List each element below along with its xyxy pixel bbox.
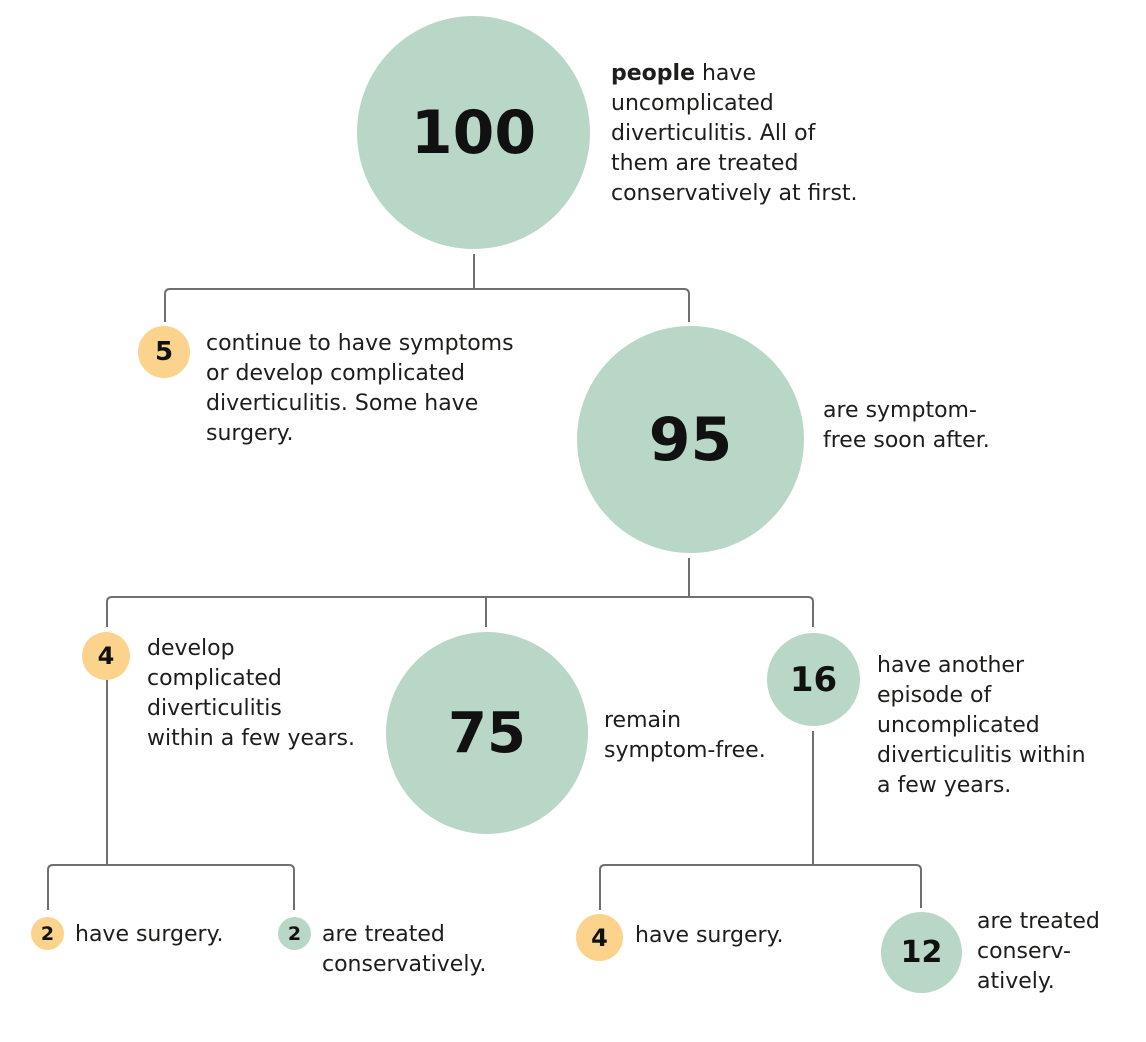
node-2a-label: have surgery. xyxy=(75,922,224,947)
connector-100 xyxy=(164,254,690,322)
node-75-circle: 75 xyxy=(386,632,588,834)
node-100-label-text: have uncomplicated diverticulitis. All o… xyxy=(611,61,858,206)
node-4a-number: 4 xyxy=(97,642,115,670)
node-4b-label: have surgery. xyxy=(635,923,784,948)
node-16-circle: 16 xyxy=(767,633,860,726)
node-95-number: 95 xyxy=(648,404,733,475)
node-5-number: 5 xyxy=(154,337,174,367)
node-5-label: continue to have symptoms or develop com… xyxy=(206,331,514,446)
node-75-label: remain symptom-free. xyxy=(604,708,766,763)
node-2b-circle: 2 xyxy=(278,917,311,950)
node-4a-label: develop complicated diverticulitis withi… xyxy=(147,636,356,751)
node-12-circle: 12 xyxy=(881,912,962,993)
node-16-label: have another episode of uncomplicated di… xyxy=(877,653,1086,798)
node-100-number: 100 xyxy=(410,97,537,168)
node-4a-circle: 4 xyxy=(82,632,130,680)
connector-95 xyxy=(106,558,814,627)
node-95-label: are symptom- free soon after. xyxy=(823,398,990,453)
node-4b-number: 4 xyxy=(591,923,608,952)
node-2a-number: 2 xyxy=(40,922,55,945)
node-12-number: 12 xyxy=(900,935,943,970)
node-100-circle: 100 xyxy=(357,16,590,249)
node-100-label: people have uncomplicated diverticulitis… xyxy=(611,59,871,209)
node-75-number: 75 xyxy=(448,700,526,766)
node-16-number: 16 xyxy=(789,659,838,700)
node-2b-number: 2 xyxy=(287,922,302,945)
node-2b-label: are treated conservatively. xyxy=(322,922,487,977)
node-12-label: are treated conserv- atively. xyxy=(977,909,1100,994)
connector-4a xyxy=(47,680,295,910)
node-4b-circle: 4 xyxy=(576,914,623,961)
node-2a-circle: 2 xyxy=(31,917,64,950)
connector-16 xyxy=(599,731,922,910)
node-100-label-bold: people xyxy=(611,61,695,86)
node-95-circle: 95 xyxy=(577,326,804,553)
node-5-circle: 5 xyxy=(138,326,190,378)
